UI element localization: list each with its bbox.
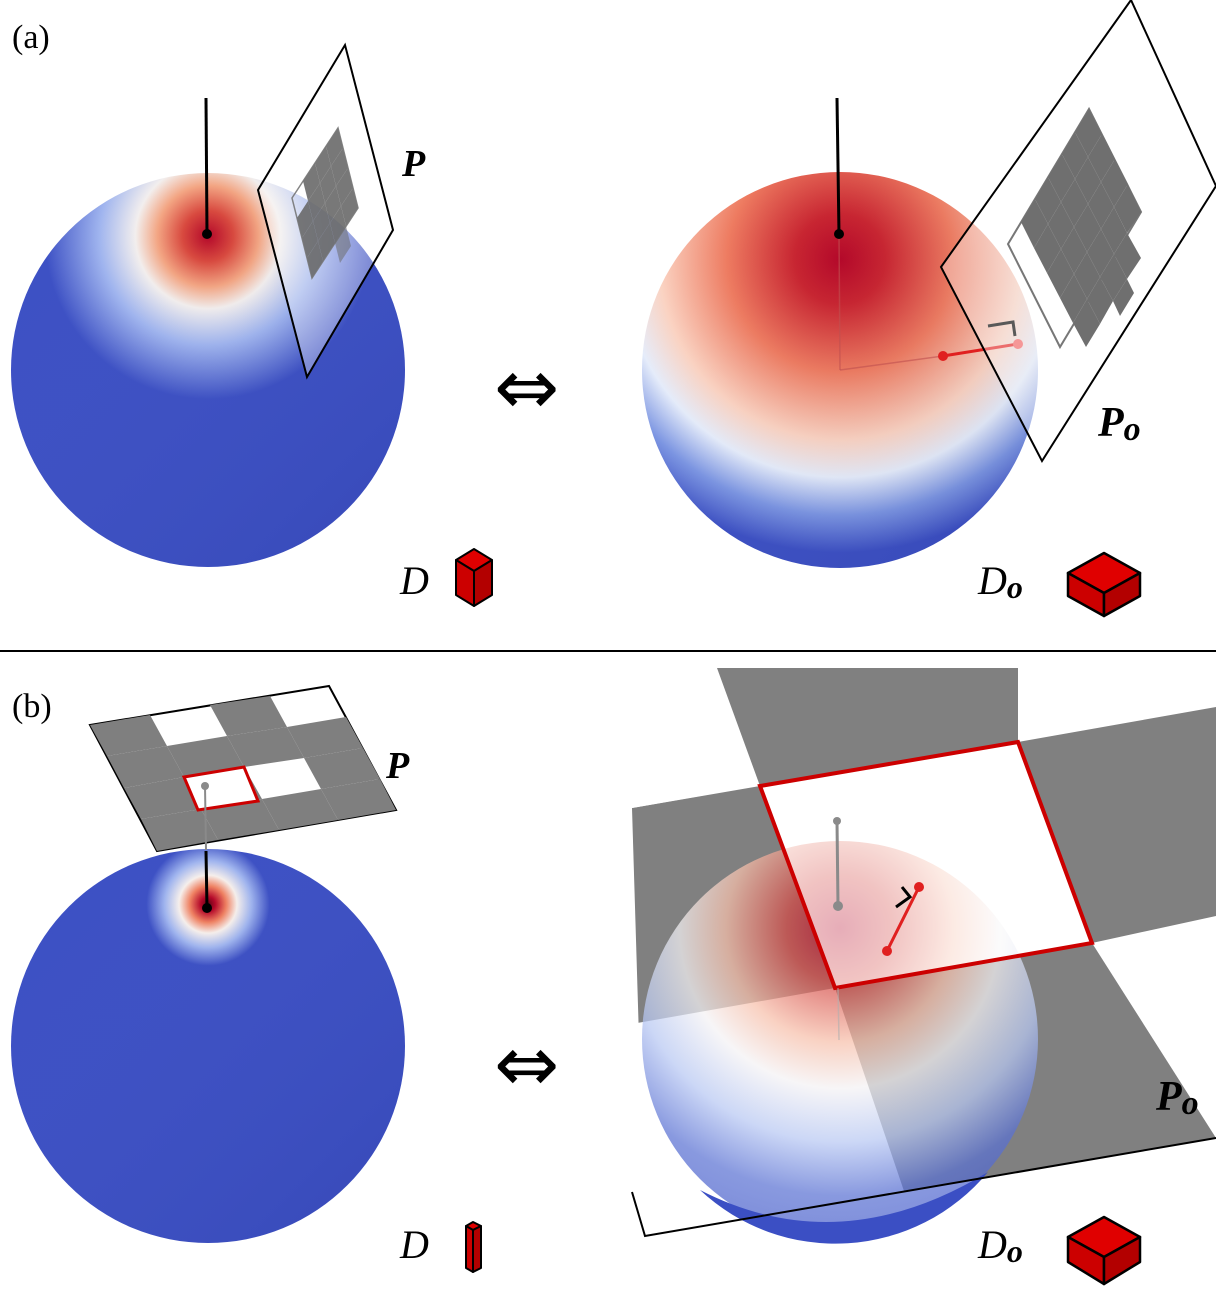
panel-b-left-highlight-cell	[181, 765, 261, 812]
panel-a-left-domain-cube-icon	[455, 548, 493, 607]
panel-b-left-domain: D	[399, 1221, 482, 1273]
panel-a-left-sphere-group	[11, 97, 405, 567]
panel-a-left-domain: D	[399, 548, 493, 607]
panel-b: (b)	[11, 668, 1216, 1286]
panel-b-right-domain: Do	[977, 1215, 1142, 1286]
panel-a-right-normal-line	[835, 97, 841, 235]
panel-a-right-checkerboard	[1006, 106, 1143, 350]
panel-b-label: (b)	[12, 688, 52, 725]
panel-b-right-plane-label: Po	[1155, 1074, 1199, 1122]
panel-a-right-domain-label: Do	[977, 558, 1023, 605]
panel-b-left-domain-label: D	[399, 1222, 429, 1267]
panel-b-right-highlight-cell	[757, 739, 1095, 991]
panel-a-right-domain: Do	[977, 551, 1142, 618]
panel-b-left-sphere-group	[11, 849, 405, 1243]
panel-a-left-contact-point	[202, 229, 212, 239]
panel-b-left-contact-point	[202, 903, 212, 913]
panel-a-label: (a)	[12, 19, 50, 56]
panel-b-left-plane: P	[88, 684, 410, 913]
panel-a: (a)	[11, 0, 1216, 618]
panel-a-right-offset-segment	[942, 342, 1019, 358]
panel-b-right-domain-cube-icon	[1066, 1215, 1142, 1286]
panel-a-right-angle-mark	[987, 320, 1017, 337]
panel-a-left-domain-label: D	[399, 558, 429, 603]
panel-a-left-checkerboard	[291, 126, 359, 280]
panel-b-right-angle-mark	[895, 886, 913, 909]
panel-a-right-sphere-group	[642, 97, 1038, 568]
panel-b-left-plane-label: P	[385, 745, 410, 787]
panel-a-right-plane: Po	[939, 0, 1216, 464]
panel-a-left-normal-line	[204, 97, 209, 235]
panel-a-right-plane-label: Po	[1097, 400, 1141, 448]
panel-a-equivalence-icon: ⇔	[494, 343, 559, 433]
panel-a-left-plane-label: P	[401, 143, 426, 185]
panel-b-right-scene: Po	[631, 668, 1216, 1244]
panel-b-left-domain-cube-icon	[465, 1221, 482, 1273]
panel-b-equivalence-icon: ⇔	[494, 1020, 559, 1110]
panel-a-right-domain-cube-icon	[1066, 551, 1142, 618]
panel-b-right-plane-edge	[631, 1137, 1216, 1238]
panel-b-left-normal-line	[204, 850, 209, 909]
panel-a-left-plane: P	[256, 42, 426, 380]
panel-b-right-offset-segment	[885, 886, 921, 952]
panel-a-right-contact-point	[834, 229, 844, 239]
panel-b-right-domain-label: Do	[977, 1222, 1023, 1269]
